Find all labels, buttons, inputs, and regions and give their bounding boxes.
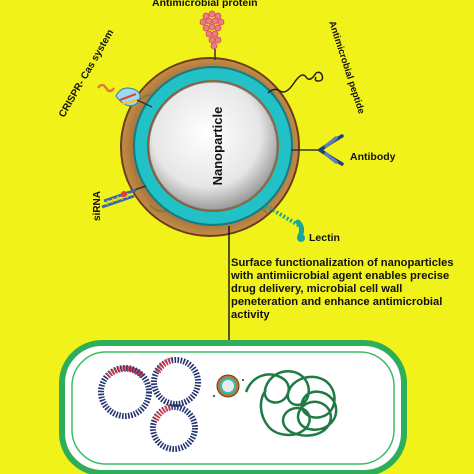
antimicrobial-peptide-icon xyxy=(267,71,324,94)
nanoparticle-label: Nanoparticle xyxy=(210,107,225,186)
lectin-icon xyxy=(264,204,305,242)
bacterial-cell xyxy=(59,340,407,474)
cell-wall-inner xyxy=(71,351,395,465)
lectin-label: Lectin xyxy=(309,232,340,244)
nanoparticle-core xyxy=(148,81,278,211)
crispr-cas-icon xyxy=(96,83,153,108)
nanoparticle-small xyxy=(213,374,244,398)
bacterial-dna xyxy=(244,370,338,437)
nanoparticle xyxy=(120,57,300,237)
vesicle xyxy=(150,404,198,452)
antimicrobial-protein-label: Antimicrobial protein xyxy=(152,0,258,9)
vesicle xyxy=(151,357,201,407)
caption: Surface functionalization of nanoparticl… xyxy=(231,257,454,321)
antibody-icon xyxy=(291,134,344,166)
vesicle xyxy=(98,365,152,419)
antibody-label: Antibody xyxy=(350,151,396,163)
crispr-cas-label: CRISPR- Cas system xyxy=(57,28,116,120)
nanoparticle-teal-layer xyxy=(135,68,291,224)
nanoparticle-teal-rim xyxy=(133,66,293,226)
antimicrobial-peptide-label: Antimicrobial peptide xyxy=(326,20,366,116)
vesicles xyxy=(98,357,201,452)
cell-wall-outer xyxy=(59,340,407,474)
sirna-label: siRNA xyxy=(92,191,103,221)
sirna-icon xyxy=(101,185,147,209)
antimicrobial-protein-icon xyxy=(199,10,225,60)
